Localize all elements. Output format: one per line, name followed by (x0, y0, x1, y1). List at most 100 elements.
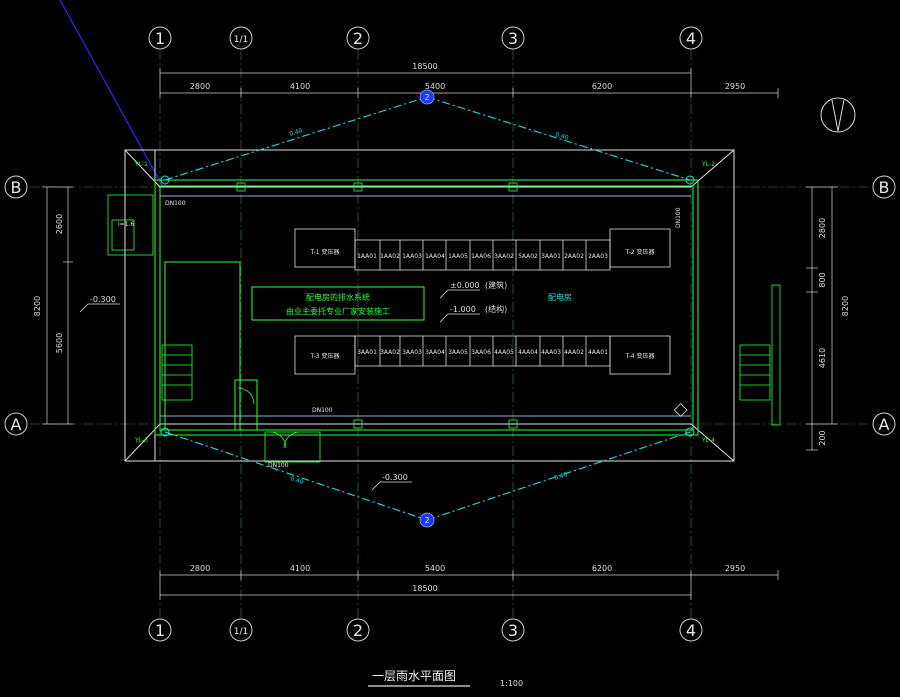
walls (154, 179, 699, 436)
drawing-scale: 1:100 (500, 679, 523, 688)
slope-label: i=1.6 (118, 221, 134, 228)
small-note-3: DN100 (312, 407, 333, 414)
dim-bottom-1: 2800 (190, 564, 210, 573)
grid-bubbles-top (148, 26, 703, 50)
dim-total-bottom: 18500 (412, 584, 437, 593)
equip-bottom-2: 3AA02 (380, 349, 400, 356)
stair-left (107, 194, 321, 463)
equipment-labels-top: T-1 变压器 1AA01 1AA02 1AA03 1AA04 1AA05 1A… (309, 248, 654, 260)
north-arrow-icon (820, 97, 856, 133)
equip-top-3: 1AA03 (402, 253, 422, 260)
dim-top-4: 6200 (592, 82, 612, 91)
equip-bottom-4: 3AA04 (425, 349, 445, 356)
column-squares (236, 182, 518, 429)
dim-bottom-3: 5400 (425, 564, 445, 573)
grid-col-1-top: 1 (155, 29, 165, 48)
equip-top-7: 3AA02 (494, 253, 514, 260)
small-note-4: DN100 (268, 462, 289, 469)
dim-right-3: 4610 (818, 348, 827, 368)
grid-col-4-top: 4 (686, 29, 696, 48)
dim-lines-left (42, 186, 73, 425)
dim-right-overall: 8200 (841, 296, 850, 316)
grid-col-1-1-top: 1/1 (234, 35, 248, 45)
equipment-row-bottom (294, 335, 671, 375)
axis-grid (30, 50, 870, 620)
equip-bottom-10: 4AA02 (564, 349, 584, 356)
note-line-2: 由业主委托专业厂家安装施工 (286, 306, 390, 316)
equip-top-1: 1AA01 (357, 253, 377, 260)
grid-col-3-bottom: 3 (508, 621, 518, 640)
dim-right-1: 2800 (818, 218, 827, 238)
small-note-2: DN100 (675, 207, 682, 228)
equip-top-10: 2AA02 (564, 253, 584, 260)
dim-left-1: 2600 (55, 214, 64, 234)
dim-right-4: 200 (818, 430, 827, 445)
diamond-marker (673, 403, 688, 417)
equip-top-5: 1AA05 (448, 253, 468, 260)
equip-top-12: T-2 变压器 (624, 248, 654, 256)
downpipe-yl2: YL-2 (701, 161, 715, 168)
equip-bottom-7: 4AA05 (494, 349, 514, 356)
equipment-labels-bottom: T-3 变压器 3AA01 3AA02 3AA03 3AA04 3AA05 3A… (309, 349, 654, 360)
equip-top-11: 2AA03 (588, 253, 608, 260)
level-markers (79, 289, 480, 491)
gutter-slope-lines (164, 96, 691, 521)
equip-top-4: 1AA04 (425, 253, 445, 260)
equip-top-0: T-1 变压器 (309, 248, 339, 256)
grid-bubbles-rows (4, 175, 896, 436)
dim-bottom-4: 6200 (592, 564, 612, 573)
grid-col-1-bottom: 1 (155, 621, 165, 640)
gutter-label-3: 0.40 (289, 475, 304, 486)
equip-bottom-6: 3AA06 (471, 349, 491, 356)
grid-row-b-left: B (11, 178, 22, 197)
level-struct-note: (结构) (485, 304, 507, 314)
pipe-mark-top-label: 2 (424, 93, 429, 102)
leader-line (59, 0, 163, 186)
grid-row-a-right: A (879, 415, 890, 434)
note-line-1: 配电房的排水系统 (306, 292, 370, 302)
level-top-note: (建筑) (485, 280, 507, 290)
equip-bottom-1: 3AA01 (357, 349, 377, 356)
dim-top-1: 2800 (190, 82, 210, 91)
level-bottom: -0.300 (382, 473, 408, 482)
grid-col-2-bottom: 2 (353, 621, 363, 640)
small-note-1: DN100 (165, 200, 186, 207)
level-left: -0.300 (90, 295, 116, 304)
equip-bottom-9: 4AA03 (541, 349, 561, 356)
dim-bottom-2: 4100 (290, 564, 310, 573)
dim-top-5: 2950 (725, 82, 745, 91)
pipe-mark-bottom-label: 2 (424, 516, 429, 525)
equip-bottom-12: T-4 变压器 (624, 352, 654, 360)
equip-top-2: 1AA02 (380, 253, 400, 260)
equipment-row-top (294, 228, 671, 271)
dim-top-3: 5400 (425, 82, 445, 91)
drawing-title: 一层雨水平面图 (372, 669, 456, 683)
grid-row-b-right: B (879, 178, 890, 197)
grid-col-4-bottom: 4 (686, 621, 696, 640)
downpipe-yl4: YL-4 (701, 437, 715, 444)
downpipe-symbols (160, 175, 695, 437)
equip-top-6: 1AA06 (471, 253, 491, 260)
downpipe-yl1: YL-1 (134, 161, 148, 168)
downpipe-yl3: YL-3 (134, 437, 148, 444)
level-top: ±0.000 (450, 281, 480, 290)
equip-bottom-8: 4AA04 (518, 349, 538, 356)
pipe-marker-bottom (419, 512, 435, 528)
dim-left-2: 5600 (55, 333, 64, 353)
level-struct: -1.000 (450, 305, 476, 314)
pipe-marker-top (419, 89, 435, 105)
dim-left-overall: 8200 (33, 296, 42, 316)
dim-lines-top (159, 68, 779, 98)
grid-col-2-top: 2 (353, 29, 363, 48)
roof-outline (124, 149, 735, 462)
equip-top-8: 5AA02 (518, 253, 538, 260)
grid-col-3-top: 3 (508, 29, 518, 48)
gutter-label-2: 0.40 (554, 131, 569, 142)
dim-right-2: 800 (818, 272, 827, 287)
note-box (251, 286, 425, 321)
equip-bottom-0: T-3 变压器 (309, 352, 339, 360)
grid-col-1-1-bottom: 1/1 (234, 627, 248, 637)
dim-lines-right (806, 186, 838, 451)
equip-top-9: 3AA01 (541, 253, 561, 260)
